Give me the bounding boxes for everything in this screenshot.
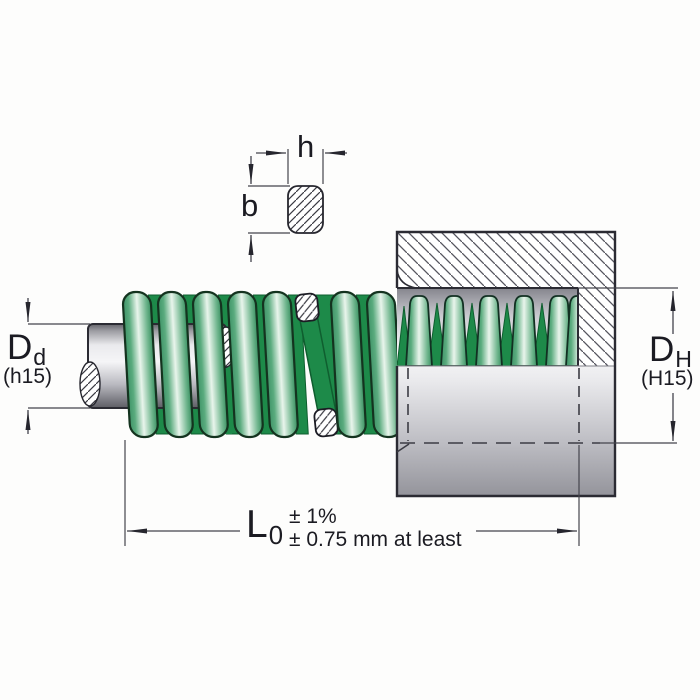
bore-coil: [545, 295, 573, 366]
free-length-subscript: 0: [268, 522, 284, 551]
bore-tolerance-label: (H15): [641, 367, 694, 390]
coil-wire-section-top: [294, 292, 320, 323]
rod-tolerance-label: (h15): [3, 365, 53, 388]
rod-diameter-label: Dd: [7, 328, 46, 369]
spring-inside-bore: [397, 295, 578, 366]
bore-entrance-fillet: [397, 270, 416, 288]
housing-section-hatch-right: [578, 288, 615, 366]
free-length-symbol: L: [246, 503, 268, 546]
dimension-lines: [25, 287, 678, 546]
wire-cross-section-detail: [248, 149, 347, 262]
bore-coil: [475, 295, 503, 366]
bore-coil: [405, 295, 433, 366]
free-length-label: L0: [246, 503, 283, 549]
bore-coil: [510, 295, 538, 366]
front-coil: [329, 290, 367, 439]
bore-diameter-subscript: H: [675, 346, 692, 373]
rod-break-section: [79, 361, 101, 407]
coil-wire-section-bottom: [313, 407, 339, 438]
spring-front-coils: [121, 290, 403, 439]
bore-diameter-symbol: D: [649, 330, 675, 369]
length-tolerance-mm: ± 0.75 mm at least: [289, 528, 462, 551]
bore-diameter-label: DH: [649, 330, 692, 371]
rod-diameter-subscript: d: [33, 344, 47, 371]
wire-width-label: h: [297, 131, 314, 162]
wire-height-text: b: [241, 188, 259, 223]
length-tolerance-percent: ± 1%: [289, 505, 337, 528]
front-coil: [191, 290, 229, 439]
bore-coil: [440, 295, 468, 366]
housing-section-hatch-top: [397, 232, 615, 288]
wire-section-shape: [287, 185, 324, 234]
front-coil: [226, 290, 264, 439]
housing-exterior: [397, 366, 615, 496]
housing-outline: [395, 230, 617, 498]
front-coil: [121, 290, 159, 439]
rod-diameter-symbol: D: [7, 328, 33, 367]
front-coil: [156, 290, 194, 439]
hidden-bore-lines: [396, 368, 600, 453]
wire-width-text: h: [297, 129, 315, 164]
wire-height-label: b: [241, 190, 258, 221]
housing: [395, 230, 617, 498]
sectioned-coil: [294, 292, 339, 438]
front-coil: [261, 290, 299, 439]
bore-chamfer-line: [396, 443, 410, 453]
bore-coil: [565, 295, 578, 366]
